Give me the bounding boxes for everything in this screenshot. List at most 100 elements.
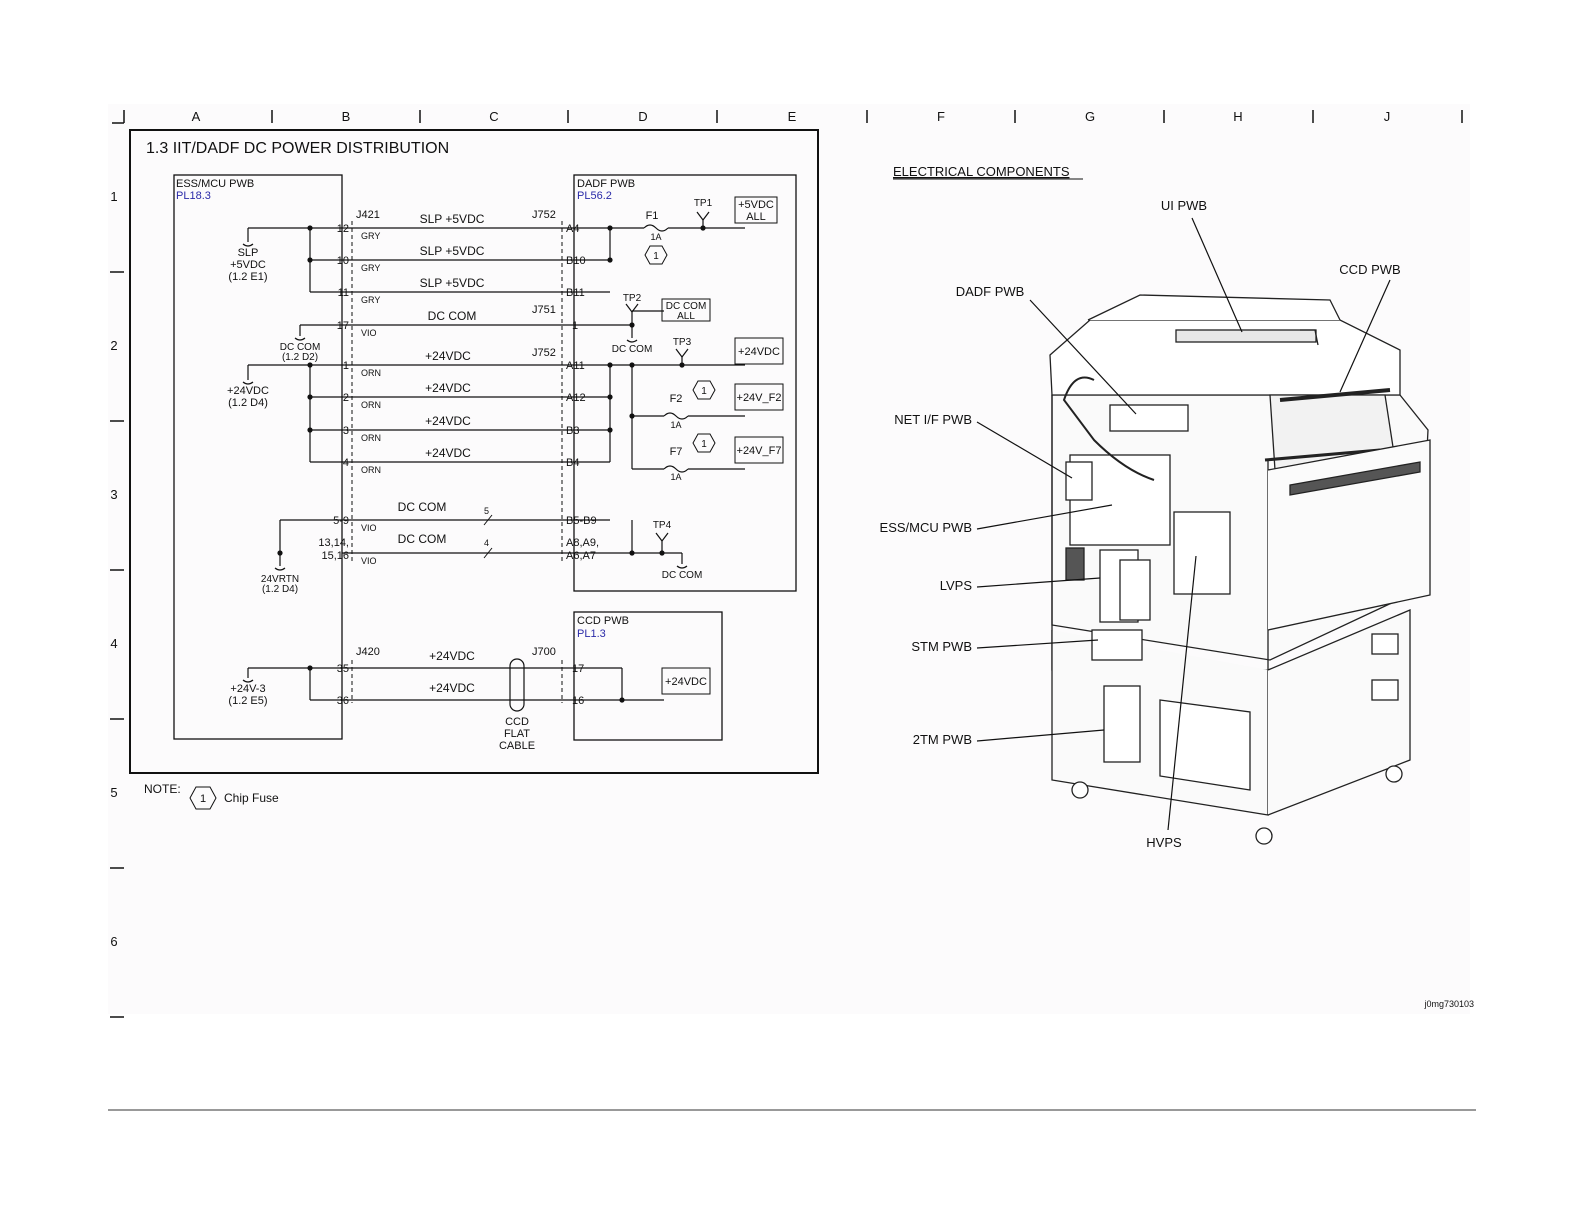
component-labels: UI PWB CCD PWB DADF PWB NET I/F PWB ESS/…: [880, 198, 1401, 850]
svg-text:36: 36: [337, 695, 349, 707]
svg-text:+24VDC: +24VDC: [425, 381, 471, 395]
dadf-pin-labels: A4 B10 B11 1 A11 A12 B3 B4 B5-B9 A8,A9, …: [566, 223, 599, 707]
chip-fuse-marker: 1: [644, 245, 668, 265]
signal-names: SLP +5VDC SLP +5VDC SLP +5VDC DC COM +24…: [398, 212, 485, 695]
output-ccd-24vdc: +24VDC: [661, 667, 711, 695]
row-label: 3: [110, 487, 117, 502]
output-dc-com-all: DC COM ALL: [661, 298, 711, 322]
ess-board-name: ESS/MCU PWB: [176, 178, 254, 190]
column-label: J: [1384, 109, 1391, 124]
svg-text:24VRTN: 24VRTN: [261, 574, 299, 585]
svg-text:1: 1: [572, 320, 578, 332]
copier-illustration: [1049, 294, 1431, 845]
svg-text:13,14,: 13,14,: [318, 537, 349, 549]
row-label: 1: [110, 189, 117, 204]
svg-text:B3: B3: [566, 425, 579, 437]
ccd-flat-cable: CCD FLAT CABLE: [499, 658, 535, 752]
svg-text:+24VDC: +24VDC: [429, 681, 475, 695]
svg-text:FLAT: FLAT: [504, 728, 530, 740]
schematic-frame: [129, 129, 819, 774]
svg-text:11: 11: [338, 287, 349, 299]
svg-text:DC COM: DC COM: [428, 309, 477, 323]
svg-text:CCD: CCD: [505, 716, 529, 728]
lvps-label: LVPS: [940, 578, 973, 593]
svg-text:GRY: GRY: [361, 231, 380, 241]
ccd-board-name: CCD PWB: [577, 615, 629, 627]
svg-text:2: 2: [343, 392, 349, 404]
note-text: Chip Fuse: [224, 791, 279, 805]
connector-j421: J421: [356, 209, 380, 221]
component-leaders: [976, 217, 1391, 831]
svg-text:4: 4: [343, 457, 349, 469]
svg-text:3: 3: [343, 425, 349, 437]
column-label: D: [638, 109, 647, 124]
svg-text:DC COM: DC COM: [280, 342, 321, 353]
dc-com-ground-labels: DC COM DC COM: [612, 344, 703, 581]
svg-text:15,16: 15,16: [321, 550, 349, 562]
row-label: 5: [110, 785, 117, 800]
svg-text:A4: A4: [566, 223, 579, 235]
svg-text:SLP +5VDC: SLP +5VDC: [420, 212, 485, 226]
svg-text:A11: A11: [566, 360, 585, 372]
image-id: j0mg730103: [1423, 999, 1474, 1009]
ccd-pwb-block: [573, 611, 723, 741]
svg-text:+5VDC: +5VDC: [738, 199, 774, 211]
svg-text:(1.2 D4): (1.2 D4): [262, 584, 298, 595]
svg-text:DC COM: DC COM: [662, 570, 703, 581]
column-label: G: [1085, 109, 1095, 124]
svg-text:DC COM: DC COM: [398, 500, 447, 514]
svg-text:DC COM: DC COM: [612, 344, 653, 355]
connector-j700: J700: [532, 646, 556, 658]
svg-text:+24VDC: +24VDC: [665, 676, 707, 688]
svg-text:1A: 1A: [650, 232, 661, 242]
connector-j420: J420: [356, 646, 380, 658]
svg-text:F7: F7: [670, 446, 683, 458]
svg-text:ORN: ORN: [361, 465, 381, 475]
2tm-pwb-label: 2TM PWB: [913, 732, 972, 747]
testpoint-labels: TP1 TP2 TP3 TP4: [623, 198, 713, 531]
ccd-pwb-label: CCD PWB: [1339, 262, 1400, 277]
svg-text:A6,A7: A6,A7: [566, 550, 596, 562]
svg-text:+24VDC: +24VDC: [738, 346, 780, 358]
svg-text:+24VDC: +24VDC: [425, 446, 471, 460]
svg-text:GRY: GRY: [361, 295, 380, 305]
svg-text:ORN: ORN: [361, 433, 381, 443]
column-label: B: [342, 109, 351, 124]
connector-j752: J752: [532, 347, 556, 359]
column-label: H: [1233, 109, 1242, 124]
connector-j751: J751: [532, 304, 556, 316]
svg-text:B4: B4: [566, 457, 579, 469]
svg-text:VIO: VIO: [361, 556, 377, 566]
svg-text:+5VDC: +5VDC: [230, 259, 266, 271]
components-title: ELECTRICAL COMPONENTS: [893, 164, 1070, 179]
row-label: 6: [110, 934, 117, 949]
svg-text:F1: F1: [646, 210, 659, 222]
ui-pwb-label: UI PWB: [1161, 198, 1207, 213]
electrical-components-view: ELECTRICAL COMPONENTS: [880, 164, 1431, 850]
ess-mcu-pwb-label: ESS/MCU PWB: [880, 520, 972, 535]
dc-com-source-label: DC COM (1.2 D2): [280, 342, 321, 363]
fuse-ratings: 1A 1A 1A: [650, 232, 681, 482]
svg-text:+24VDC: +24VDC: [425, 349, 471, 363]
dadf-pwb-block: [573, 174, 797, 592]
column-label: C: [489, 109, 498, 124]
column-grid: A B C D E F G H J: [112, 109, 1463, 124]
svg-text:1: 1: [200, 793, 206, 805]
svg-text:SLP: SLP: [238, 247, 259, 259]
svg-text:(1.2 D4): (1.2 D4): [228, 397, 268, 409]
dadf-board-name: DADF PWB: [577, 178, 635, 190]
svg-text:17: 17: [337, 320, 349, 332]
output-24vdc: +24VDC: [734, 337, 784, 365]
svg-text:B5-B9: B5-B9: [566, 515, 597, 527]
connector-j752: J752: [532, 209, 556, 221]
svg-text:ORN: ORN: [361, 400, 381, 410]
svg-text:ALL: ALL: [746, 211, 766, 223]
stm-pwb-label: STM PWB: [911, 639, 972, 654]
svg-text:GRY: GRY: [361, 263, 380, 273]
svg-text:A12: A12: [566, 392, 586, 404]
output-24v-f2: +24V_F2: [734, 383, 784, 411]
svg-text:DC COM: DC COM: [666, 301, 707, 312]
svg-text:B10: B10: [566, 255, 586, 267]
svg-text:10: 10: [337, 255, 349, 267]
